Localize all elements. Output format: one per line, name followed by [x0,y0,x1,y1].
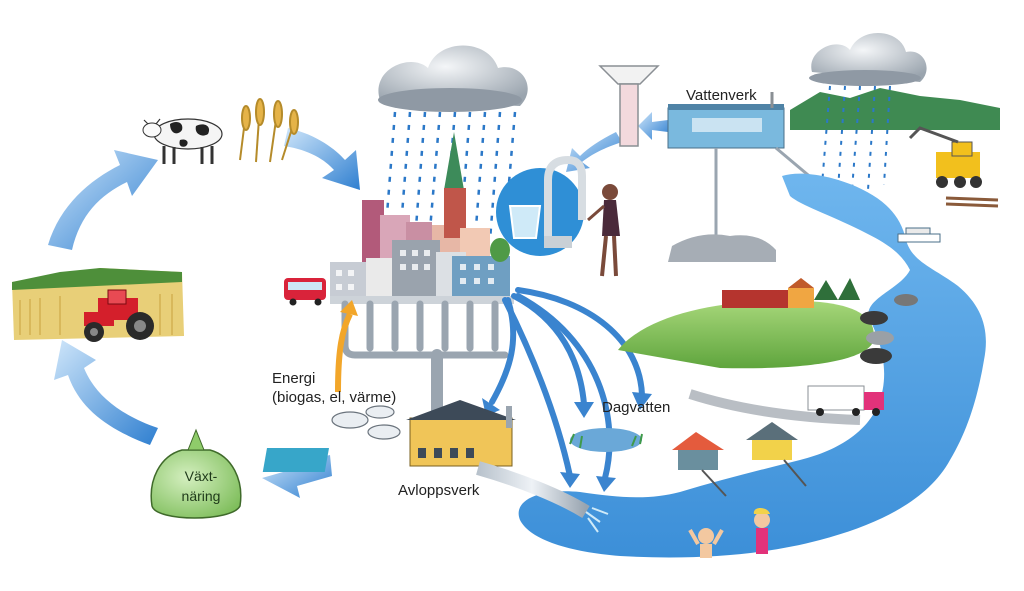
farm-icon [722,278,860,308]
arrow-field-to-cow [48,150,158,250]
energy-arrow [335,300,358,393]
houses [672,422,807,497]
label-vaxtnaring: Växt- näring [162,466,240,506]
sewage-plant-icon [262,400,516,472]
truck-icon [807,385,884,416]
label-energi-line2: (biogas, el, värme) [272,389,397,406]
woman-icon [587,184,620,277]
forest-rain-scene [790,32,1000,208]
house-icon [746,422,807,487]
arrow-crops-to-city [284,128,360,190]
label-vaxtnaring-line1: Växt- [184,468,218,484]
farm-scene [618,278,918,369]
swimmer-icon [753,508,770,554]
glass-icon [508,205,542,239]
sludge-tank-icon [331,405,401,440]
cattle-icon [860,294,918,364]
city-icon [330,132,514,304]
label-energi-line1: Energi [272,370,316,387]
label-energi: Energi (biogas, el, värme) [272,369,396,407]
stormwater-pond [569,428,643,452]
arrow-waterworks-to-tower [638,112,668,140]
cycle-arrows [48,112,668,498]
tap-scene [496,155,620,277]
ferry-icon [897,227,941,243]
field-scene [12,268,184,342]
house-icon [672,432,727,497]
tap-icon [544,155,586,248]
water-tower-icon [598,65,660,147]
stormwater-arrows [489,287,645,481]
road-truck [688,385,884,425]
label-vaxtnaring-line2: näring [181,488,221,504]
tractor-icon [84,289,154,342]
arrow-tower-to-tap [566,132,622,172]
cow-icon [142,118,223,164]
arrow-bag-to-field [54,340,158,445]
swimmer-icon [688,528,724,558]
waterworks-icon [667,92,828,262]
fertilizer-bag-icon [150,428,242,519]
label-avloppsverk: Avloppsverk [398,482,480,499]
river [518,173,986,558]
label-dagvatten: Dagvatten [602,399,671,416]
wheat-icon [239,98,299,163]
forest-icon [790,88,1000,130]
church-icon [444,132,466,238]
excavator-icon [908,126,982,188]
label-vattenverk: Vattenverk [686,87,757,104]
outflow-pipe [476,461,609,533]
bus-icon [284,278,326,306]
